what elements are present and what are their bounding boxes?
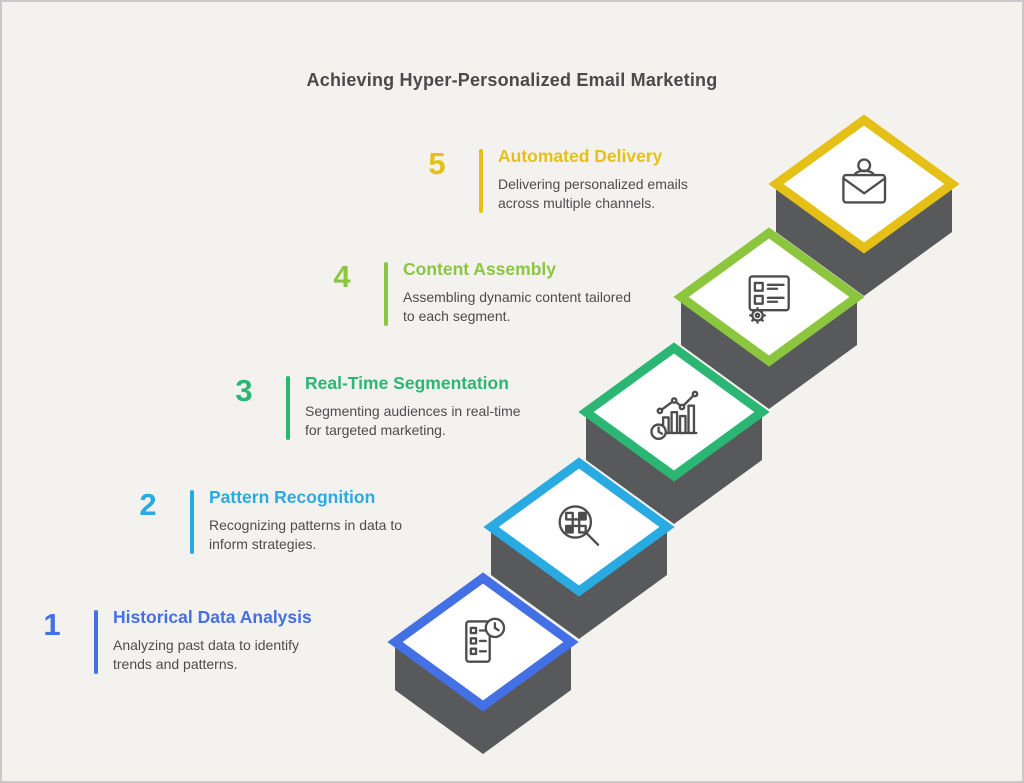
step-number: 1 xyxy=(43,607,61,642)
step-accent-bar xyxy=(190,490,194,555)
step-2-shadow xyxy=(491,527,667,639)
step-number: 4 xyxy=(333,259,351,294)
step-title: Automated Delivery xyxy=(498,146,663,166)
step-3-shadow xyxy=(586,412,762,524)
step-1-shadow xyxy=(395,642,571,754)
step-title: Historical Data Analysis xyxy=(113,607,312,627)
step-item-3: 3 Real-Time Segmentation Segmenting audi… xyxy=(219,373,533,441)
step-number: 5 xyxy=(428,146,446,181)
step-item-2: 2 Pattern Recognition Recognizing patter… xyxy=(123,487,437,555)
step-description: Assembling dynamic content tailored to e… xyxy=(403,289,632,325)
step-number: 3 xyxy=(235,373,253,408)
content-window-icon xyxy=(748,275,790,324)
step-accent-bar xyxy=(286,376,290,441)
step-description: Delivering personalized emails across mu… xyxy=(498,176,688,212)
step-number: 2 xyxy=(139,487,157,522)
step-item-5: 5 Automated Delivery Delivering personal… xyxy=(412,146,726,214)
step-5-shadow xyxy=(776,184,952,296)
step-description: Analyzing past data to identify trends a… xyxy=(113,637,300,673)
step-accent-bar xyxy=(94,610,98,675)
step-4-shadow xyxy=(681,297,857,409)
step-title: Content Assembly xyxy=(403,259,556,279)
step-accent-bar xyxy=(384,262,388,327)
checklist-clock-icon xyxy=(465,617,506,663)
step-5-diamond xyxy=(768,114,960,254)
step-description: Recognizing patterns in data to inform s… xyxy=(209,517,403,553)
pattern-search-icon xyxy=(558,505,600,546)
step-title: Pattern Recognition xyxy=(209,487,376,507)
email-person-icon xyxy=(842,158,887,204)
step-accent-bar xyxy=(479,149,483,214)
page-title: Achieving Hyper-Personalized Email Marke… xyxy=(306,70,718,90)
step-title: Real-Time Segmentation xyxy=(305,373,509,393)
realtime-chart-icon xyxy=(650,390,699,441)
step-description: Segmenting audiences in real-time for ta… xyxy=(305,403,521,439)
step-item-1: 1 Historical Data Analysis Analyzing pas… xyxy=(27,607,341,675)
step-item-4: 4 Content Assembly Assembling dynamic co… xyxy=(317,259,632,327)
